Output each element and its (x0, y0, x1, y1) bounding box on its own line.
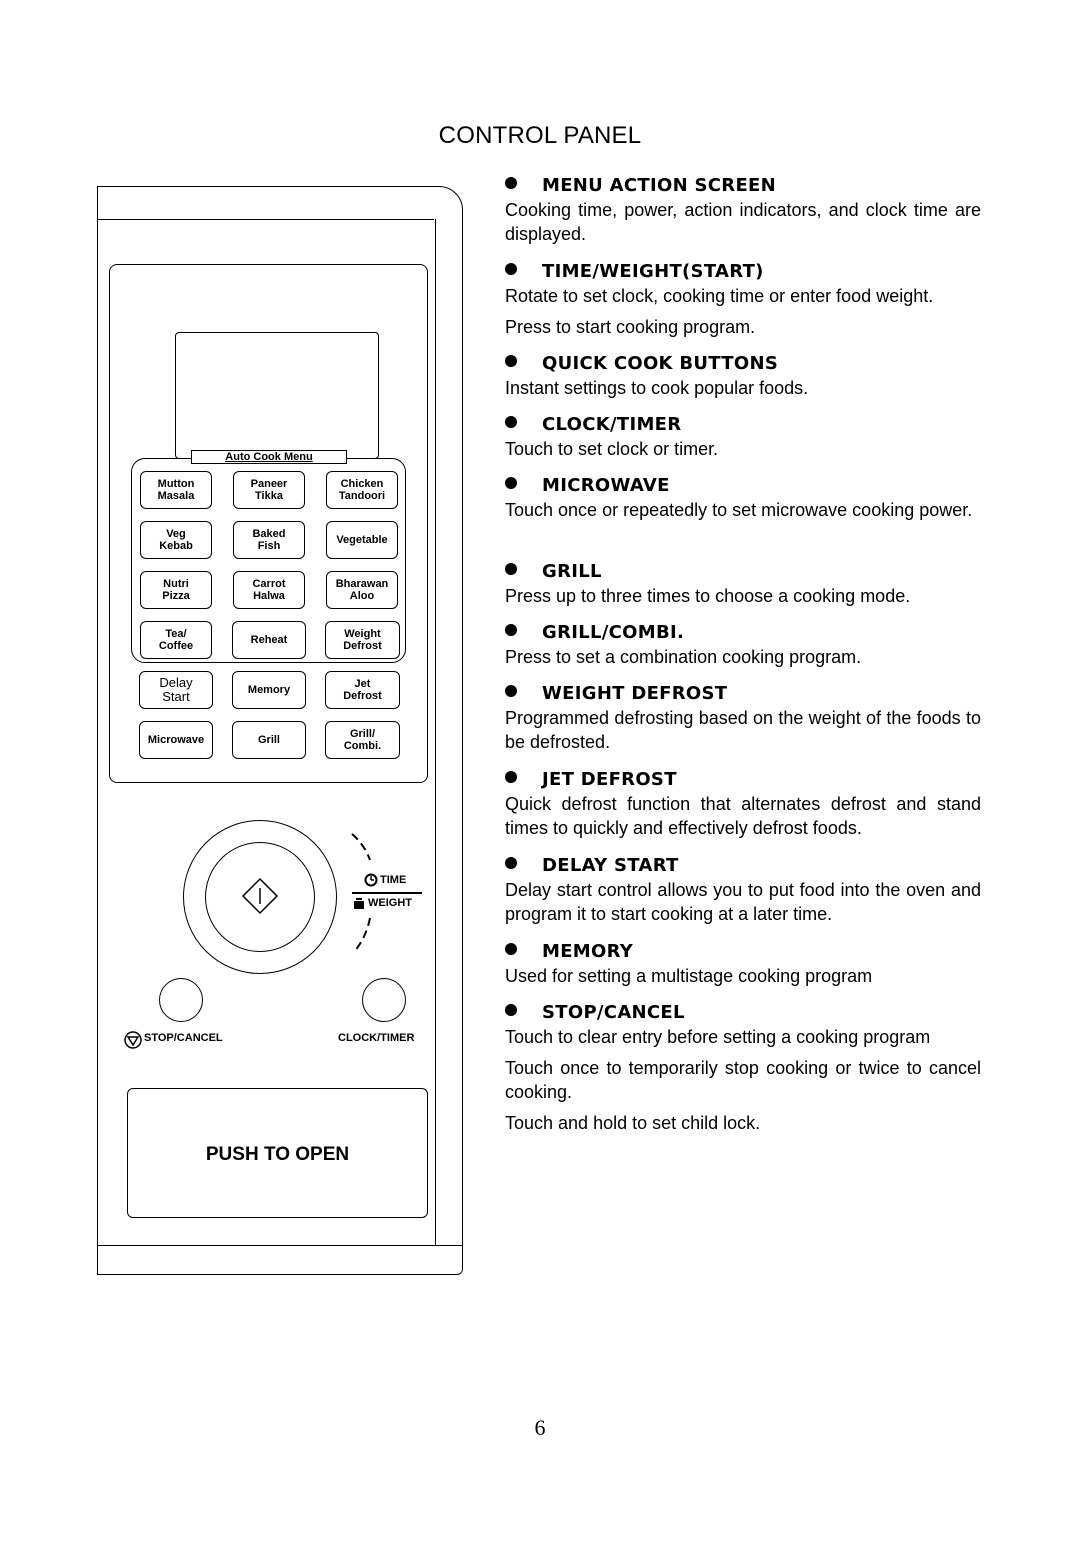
desc-text-delay-start: Delay start control allows you to put fo… (505, 880, 981, 924)
stop-icon (124, 1031, 142, 1049)
key-vegetable[interactable]: Vegetable (326, 521, 398, 559)
desc-text-stop-cancel-1: Touch to clear entry before setting a co… (505, 1027, 931, 1047)
key-bharawan-aloo[interactable]: Bharawan Aloo (326, 571, 398, 609)
desc-text-grill: Press up to three times to choose a cook… (505, 586, 911, 606)
desc-heading-menu-action-screen: MENU ACTION SCREEN (542, 175, 776, 196)
desc-text-grill-combi: Press to set a combination cooking progr… (505, 647, 862, 667)
dial-weight-label: WEIGHT (368, 897, 412, 909)
desc-text-menu-action-screen: Cooking time, power, action indicators, … (505, 200, 981, 244)
desc-heading-memory: MEMORY (542, 941, 634, 962)
key-carrot-halwa[interactable]: Carrot Halwa (233, 571, 305, 609)
key-tea-coffee[interactable]: Tea/ Coffee (140, 621, 212, 659)
page-number: 6 (534, 1415, 546, 1440)
clock-timer-button[interactable] (362, 978, 406, 1022)
key-mutton-masala[interactable]: Mutton Masala (140, 471, 212, 509)
bullet-icon (505, 624, 517, 636)
clock-timer-label: CLOCK/TIMER (338, 1032, 415, 1044)
desc-heading-quick-cook-buttons: QUICK COOK BUTTONS (542, 353, 779, 374)
key-memory[interactable]: Memory (232, 671, 306, 709)
desc-text-memory: Used for setting a multistage cooking pr… (505, 966, 873, 986)
control-section-frame (109, 264, 428, 783)
push-to-open-label: PUSH TO OPEN (205, 1144, 350, 1165)
bullet-icon (505, 563, 517, 575)
desc-heading-grill: GRILL (542, 561, 602, 582)
menu-action-screen (175, 332, 379, 459)
key-grill-combi[interactable]: Grill/ Combi. (325, 721, 400, 759)
dial-rotation-arc-icon (351, 833, 371, 953)
bullet-icon (505, 771, 517, 783)
auto-cook-menu-label: Auto Cook Menu (191, 450, 347, 464)
desc-heading-stop-cancel: STOP/CANCEL (542, 1002, 685, 1023)
desc-text-time-weight-start-2: Press to start cooking program. (505, 317, 756, 337)
panel-top-band (98, 219, 434, 220)
desc-heading-clock-timer: CLOCK/TIMER (542, 414, 682, 435)
bullet-icon (505, 177, 517, 189)
key-delay-start[interactable]: Delay Start (139, 671, 213, 709)
desc-text-time-weight-start-1: Rotate to set clock, cooking time or ent… (505, 286, 934, 306)
stop-cancel-label: STOP/CANCEL (144, 1032, 223, 1044)
start-diamond-icon (241, 877, 279, 915)
time-weight-dial[interactable] (183, 820, 337, 974)
bullet-icon (505, 857, 517, 869)
panel-bottom-band (98, 1245, 462, 1246)
bullet-icon (505, 943, 517, 955)
start-button[interactable] (205, 842, 315, 952)
desc-text-stop-cancel-3: Touch and hold to set child lock. (505, 1113, 761, 1133)
key-microwave[interactable]: Microwave (139, 721, 213, 759)
bullet-icon (505, 477, 517, 489)
control-panel-outline (97, 186, 463, 1275)
key-weight-defrost[interactable]: Weight Defrost (325, 621, 400, 659)
desc-heading-time-weight-start: TIME/WEIGHT(START) (542, 261, 764, 282)
bullet-icon (505, 263, 517, 275)
stop-cancel-button[interactable] (159, 978, 203, 1022)
bullet-icon (505, 1004, 517, 1016)
push-to-open-button[interactable] (127, 1088, 428, 1218)
key-baked-fish[interactable]: Baked Fish (233, 521, 305, 559)
desc-text-jet-defrost: Quick defrost function that alternates d… (505, 794, 981, 838)
desc-text-weight-defrost: Programmed defrosting based on the weigh… (505, 708, 981, 752)
desc-text-microwave: Touch once or repeatedly to set microwav… (505, 500, 973, 520)
key-nutri-pizza[interactable]: Nutri Pizza (140, 571, 212, 609)
key-reheat[interactable]: Reheat (232, 621, 306, 659)
clock-icon (364, 873, 378, 887)
bullet-icon (505, 685, 517, 697)
key-jet-defrost[interactable]: Jet Defrost (325, 671, 400, 709)
desc-heading-microwave: MICROWAVE (542, 475, 670, 496)
desc-heading-jet-defrost: JET DEFROST (542, 769, 677, 790)
desc-heading-weight-defrost: WEIGHT DEFROST (542, 683, 728, 704)
desc-heading-delay-start: DELAY START (542, 855, 679, 876)
panel-right-edge (435, 219, 436, 1246)
key-paneer-tikka[interactable]: Paneer Tikka (233, 471, 305, 509)
desc-heading-grill-combi: GRILL/COMBI. (542, 622, 685, 643)
bullet-icon (505, 416, 517, 428)
scale-icon (354, 898, 364, 909)
bullet-icon (505, 355, 517, 367)
key-grill[interactable]: Grill (232, 721, 306, 759)
key-chicken-tandoori[interactable]: Chicken Tandoori (326, 471, 398, 509)
desc-text-stop-cancel-2: Touch once to temporarily stop cooking o… (505, 1058, 981, 1102)
dial-divider (352, 892, 422, 894)
page-title: CONTROL PANEL (438, 122, 642, 149)
desc-text-quick-cook-buttons: Instant settings to cook popular foods. (505, 378, 809, 398)
dial-time-label: TIME (380, 874, 407, 886)
desc-text-clock-timer: Touch to set clock or timer. (505, 439, 719, 459)
key-veg-kebab[interactable]: Veg Kebab (140, 521, 212, 559)
